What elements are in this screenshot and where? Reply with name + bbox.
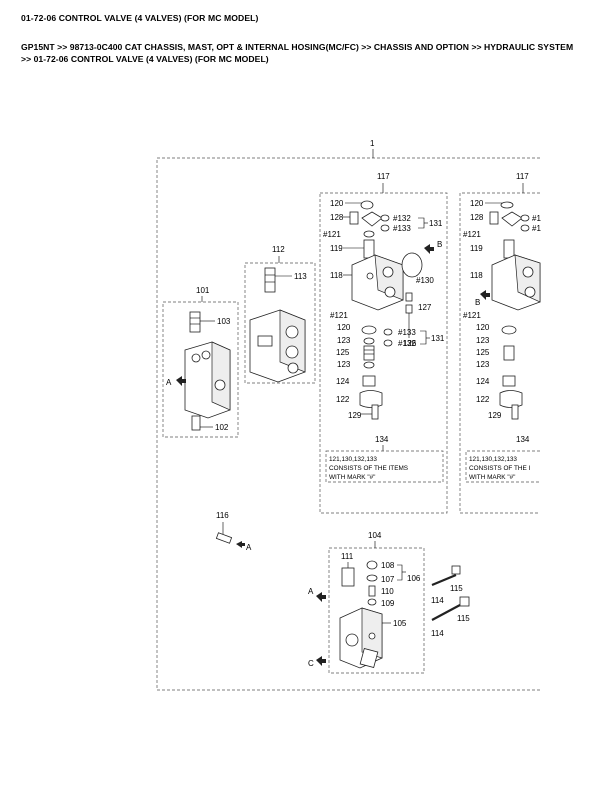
callout-126[interactable]: 126 (403, 339, 417, 348)
callout-129[interactable]: 129 (348, 411, 362, 420)
callout-101[interactable]: 101 (196, 286, 210, 295)
callout-123-second[interactable]: 123 (476, 336, 490, 345)
callout-105[interactable]: 105 (393, 619, 407, 628)
callout-116[interactable]: 116 (216, 511, 229, 520)
callout-110[interactable]: 110 (381, 587, 394, 596)
callout-133-second[interactable]: #1 (532, 224, 541, 233)
arrow-a2-icon (236, 541, 245, 548)
arrow-a-icon (176, 376, 186, 386)
section-117-second: 117 120 128 #1 #1 #121 119 118 B #121 12… (459, 172, 541, 514)
section-101: 101 103 A 102 (162, 286, 239, 438)
callout-131[interactable]: 131 (429, 219, 443, 228)
arrow-b2-icon (480, 290, 490, 300)
callout-132-second[interactable]: #1 (532, 214, 541, 223)
callout-131b[interactable]: 131 (431, 334, 445, 343)
callout-118-second[interactable]: 118 (470, 271, 483, 280)
callout-125[interactable]: 125 (336, 348, 350, 357)
callout-107[interactable]: 107 (381, 575, 395, 584)
breadcrumb-line-1[interactable]: GP15NT >> 98713-0C400 CAT CHASSIS, MAST,… (21, 42, 574, 52)
page-title: 01-72-06 CONTROL VALVE (4 VALVES) (FOR M… (21, 13, 259, 23)
callout-119-second[interactable]: 119 (470, 244, 483, 253)
callout-134[interactable]: 134 (375, 435, 389, 444)
assembly-boundary: 1 (156, 139, 540, 691)
callout-123[interactable]: 123 (337, 336, 351, 345)
note-line-2: CONSISTS OF THE ITEMS (329, 465, 408, 472)
callout-125-second[interactable]: 125 (476, 348, 490, 357)
callout-132[interactable]: #132 (393, 214, 411, 223)
callout-120-second[interactable]: 120 (470, 199, 484, 208)
arrow-a-label: A (166, 378, 172, 387)
callout-121-second[interactable]: #121 (463, 230, 481, 239)
callout-115b[interactable]: 115 (457, 614, 470, 623)
part-116: 116 A (215, 511, 252, 552)
callout-127[interactable]: 127 (418, 303, 432, 312)
note-line-1: 121,130,132,133 (329, 456, 377, 463)
callout-118[interactable]: 118 (330, 271, 343, 280)
callout-111[interactable]: 111 (341, 552, 354, 561)
callout-132b[interactable]: #132 (398, 339, 416, 348)
callout-133[interactable]: #133 (393, 224, 411, 233)
callout-117-second[interactable]: 117 (516, 172, 529, 181)
arrow-b2-label: B (475, 298, 480, 307)
note2-line-3: WITH MARK "#" (469, 474, 515, 481)
callout-121[interactable]: #121 (323, 230, 341, 239)
callout-117[interactable]: 117 (377, 172, 390, 181)
arrow-b-icon (424, 244, 434, 254)
callout-124[interactable]: 124 (336, 377, 350, 386)
callout-120[interactable]: 120 (330, 199, 344, 208)
callout-120b-second[interactable]: 120 (476, 323, 490, 332)
callout-134-second[interactable]: 134 (516, 435, 530, 444)
callout-114b[interactable]: 114 (431, 629, 444, 638)
callout-109[interactable]: 109 (381, 599, 395, 608)
callout-121b[interactable]: #121 (330, 311, 348, 320)
callout-103[interactable]: 103 (217, 317, 231, 326)
callout-130[interactable]: #130 (416, 276, 434, 285)
note2-line-1: 121,130,132,133 (469, 456, 517, 463)
callout-104[interactable]: 104 (368, 531, 382, 540)
callout-108[interactable]: 108 (381, 561, 395, 570)
callout-113[interactable]: 113 (294, 272, 307, 281)
callout-106[interactable]: 106 (407, 574, 421, 583)
callout-128-second[interactable]: 128 (470, 213, 484, 222)
note-line-3: WITH MARK "#" (329, 474, 375, 481)
arrow-c-icon (316, 656, 326, 666)
callout-119[interactable]: 119 (330, 244, 343, 253)
callout-114[interactable]: 114 (431, 596, 444, 605)
callout-122-second[interactable]: 122 (476, 395, 490, 404)
callout-115[interactable]: 115 (450, 584, 463, 593)
arrow-a2-label: A (246, 543, 252, 552)
callout-123b-second[interactable]: 123 (476, 360, 490, 369)
breadcrumb: GP15NT >> 98713-0C400 CAT CHASSIS, MAST,… (21, 42, 601, 65)
callout-128[interactable]: 128 (330, 213, 344, 222)
callout-1[interactable]: 1 (370, 139, 375, 148)
callout-122[interactable]: 122 (336, 395, 350, 404)
arrow-c-label: C (308, 659, 314, 668)
section-112: 112 113 (244, 245, 316, 384)
callout-121b-second[interactable]: #121 (463, 311, 481, 320)
callout-120b[interactable]: 120 (337, 323, 351, 332)
arrow-a3-icon (316, 592, 326, 602)
callout-124-second[interactable]: 124 (476, 377, 490, 386)
callout-123b[interactable]: 123 (337, 360, 351, 369)
breadcrumb-line-2[interactable]: >> 01-72-06 CONTROL VALVE (4 VALVES) (FO… (21, 53, 269, 64)
callout-112[interactable]: 112 (272, 245, 285, 254)
callout-102[interactable]: 102 (215, 423, 229, 432)
section-117: 117 120 128 #132 #133 131 #121 119 118 #… (319, 172, 448, 514)
section-104: 104 111 108 107 106 110 109 105 A C (308, 531, 425, 674)
parts-114-115: 114 115 114 115 (431, 565, 470, 638)
arrow-b-label: B (437, 240, 442, 249)
callout-133b[interactable]: #133 (398, 328, 416, 337)
arrow-a3-label: A (308, 587, 314, 596)
note2-line-2: CONSISTS OF THE I (469, 465, 531, 472)
callout-129-second[interactable]: 129 (488, 411, 502, 420)
